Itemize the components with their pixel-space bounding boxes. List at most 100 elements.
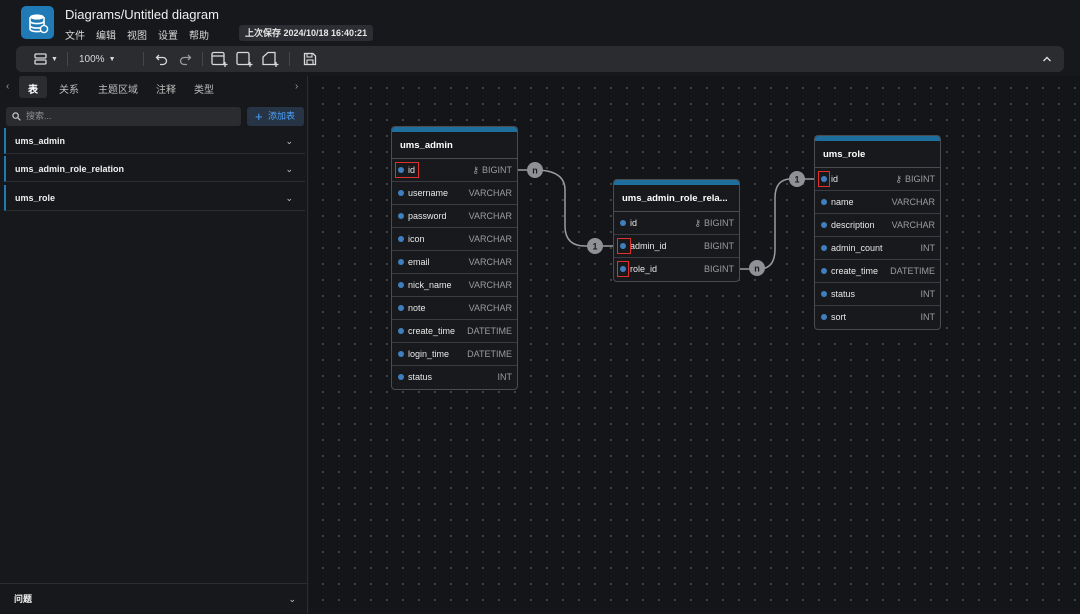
tabs-scroll-left-icon[interactable]: ‹ xyxy=(6,81,10,92)
menu-settings[interactable]: 设置 xyxy=(158,31,178,42)
add-table-icon xyxy=(211,51,228,67)
field-handle-dot[interactable] xyxy=(620,243,626,249)
table-search-input[interactable]: 搜索... xyxy=(6,107,241,126)
sidebar: ‹ 表 关系 主题区域 注释 类型 › 搜索... 添加表 + ums_admi… xyxy=(0,76,308,613)
diagram-title[interactable]: Diagrams/Untitled diagram xyxy=(65,7,219,22)
chevron-down-icon[interactable]: ⌄ xyxy=(285,136,293,146)
field-handle-dot[interactable] xyxy=(398,328,404,334)
menu-edit[interactable]: 编辑 xyxy=(96,31,116,42)
tab-relations[interactable]: 关系 xyxy=(59,85,79,96)
field-handle-dot[interactable] xyxy=(821,245,827,251)
sidebar-table-item[interactable]: ums_role ⌄ xyxy=(4,185,305,211)
field-handle-dot[interactable] xyxy=(398,374,404,380)
table-header-accent xyxy=(815,136,940,141)
table-header-accent xyxy=(392,127,517,132)
table-field[interactable]: id⚷BIGINT xyxy=(614,212,739,235)
add-table-button[interactable] xyxy=(211,46,229,72)
menu-view[interactable]: 视图 xyxy=(127,31,147,42)
field-type: DATETIME xyxy=(467,326,512,336)
field-handle-dot[interactable] xyxy=(821,268,827,274)
chevron-down-icon[interactable]: ⌄ xyxy=(285,164,293,174)
table-name[interactable]: ums_admin xyxy=(392,132,517,159)
field-type: VARCHAR xyxy=(468,188,512,198)
tab-tables[interactable]: 表 xyxy=(28,85,38,96)
app-logo-icon[interactable] xyxy=(21,6,54,39)
field-handle-dot[interactable] xyxy=(398,259,404,265)
field-type: BIGINT xyxy=(703,264,734,274)
collapse-toolbar-button[interactable] xyxy=(1042,46,1052,72)
field-name: email xyxy=(408,257,430,267)
relation-line-admin[interactable] xyxy=(517,169,613,247)
field-handle-dot[interactable] xyxy=(620,266,626,272)
sidebar-tabs: ‹ 表 关系 主题区域 注释 类型 › xyxy=(0,76,308,98)
tab-notes[interactable]: 注释 xyxy=(156,85,176,96)
field-type: VARCHAR xyxy=(468,257,512,267)
layout-menu-button[interactable]: ▼ xyxy=(34,46,58,72)
field-handle-dot[interactable] xyxy=(821,314,827,320)
add-note-button[interactable] xyxy=(262,46,280,72)
field-type: DATETIME xyxy=(467,349,512,359)
add-area-icon xyxy=(236,51,253,67)
table-name[interactable]: ums_admin_role_rela... xyxy=(614,185,739,212)
relationship-links: n 1 n 1 xyxy=(517,162,815,276)
key-icon: ⚷ xyxy=(694,218,701,228)
field-handle-dot[interactable] xyxy=(821,176,827,182)
field-handle-dot[interactable] xyxy=(620,220,626,226)
issues-panel[interactable]: 问题 ⌄ xyxy=(0,583,308,613)
chevron-down-icon[interactable]: ⌄ xyxy=(285,193,293,203)
redo-button[interactable] xyxy=(178,46,192,72)
add-table-button[interactable]: 添加表 xyxy=(247,107,304,126)
field-handle-dot[interactable] xyxy=(398,213,404,219)
table-field[interactable]: email VARCHAR xyxy=(392,251,517,274)
field-type: INT xyxy=(497,372,513,382)
relation-line-role[interactable] xyxy=(739,178,815,270)
save-button[interactable] xyxy=(303,46,317,72)
field-handle-dot[interactable] xyxy=(821,199,827,205)
field-handle-dot[interactable] xyxy=(398,167,404,173)
field-type: ⚷BIGINT xyxy=(472,159,512,181)
table-node[interactable]: ums_admin_role_rela... id⚷BIGINT admin_i… xyxy=(613,179,740,282)
chevron-down-icon[interactable]: ⌄ xyxy=(288,594,296,604)
table-name[interactable]: ums_role xyxy=(815,141,940,168)
field-handle-dot[interactable] xyxy=(398,236,404,242)
tab-types[interactable]: 类型 xyxy=(194,85,214,96)
menu-file[interactable]: 文件 xyxy=(65,31,85,42)
tabs-scroll-right-icon[interactable]: › xyxy=(295,81,299,92)
zoom-select[interactable]: 100% ▼ xyxy=(79,46,116,72)
svg-text:n: n xyxy=(532,166,538,176)
sidebar-table-item[interactable]: ums_admin ⌄ xyxy=(4,128,305,154)
table-field[interactable]: id⚷BIGINT xyxy=(392,159,517,182)
undo-button[interactable] xyxy=(155,46,169,72)
field-handle-dot[interactable] xyxy=(398,305,404,311)
sidebar-table-item[interactable]: ums_admin_role_relation ⌄ xyxy=(4,156,305,182)
add-area-button[interactable] xyxy=(236,46,254,72)
field-handle-dot[interactable] xyxy=(398,282,404,288)
table-field[interactable]: id⚷BIGINT xyxy=(815,168,940,191)
menu-help[interactable]: 帮助 xyxy=(189,31,209,42)
field-handle-dot[interactable] xyxy=(821,222,827,228)
field-handle-dot[interactable] xyxy=(398,351,404,357)
field-handle-dot[interactable] xyxy=(398,190,404,196)
field-handle-dot[interactable] xyxy=(821,291,827,297)
tab-subject-areas[interactable]: 主题区域 xyxy=(98,85,138,96)
field-type: INT xyxy=(920,312,936,322)
